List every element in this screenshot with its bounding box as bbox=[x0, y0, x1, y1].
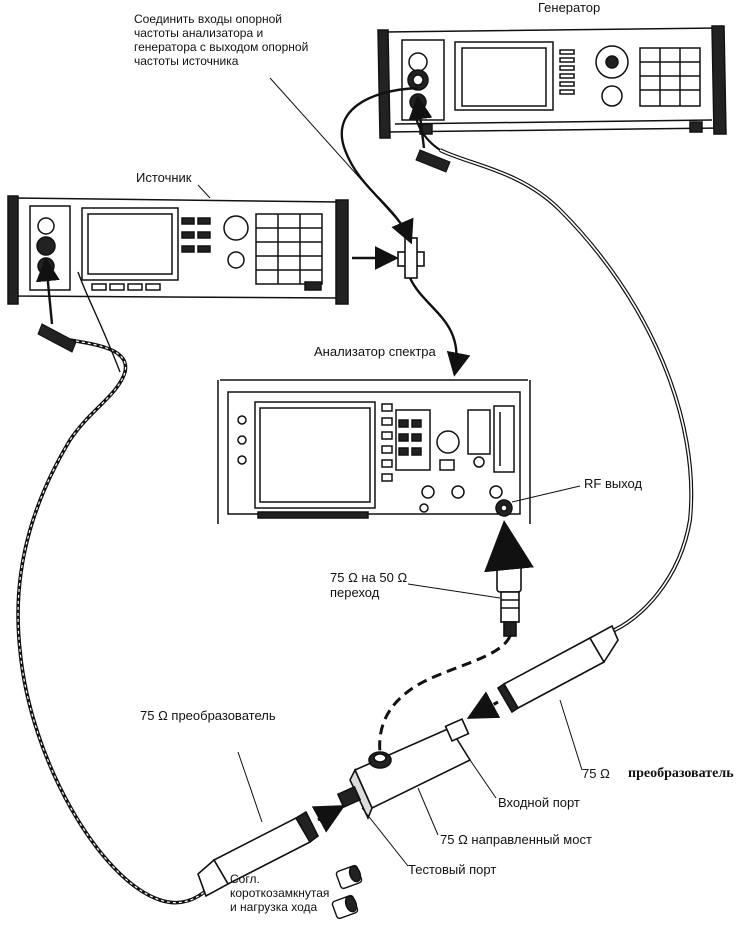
generator-instrument bbox=[377, 25, 727, 139]
connect-note-line-1: Соединить входы опорной bbox=[134, 12, 283, 26]
adapter-line-2: переход bbox=[330, 585, 380, 600]
directional-bridge bbox=[336, 717, 472, 820]
label-loads: Согл. короткозамкнутая и нагрузка хода bbox=[230, 872, 329, 914]
loads-line-1: Согл. bbox=[230, 872, 260, 886]
connect-note-line-4: частоты источника bbox=[134, 54, 239, 68]
label-test-port: Тестовый порт bbox=[408, 862, 497, 877]
converter-to-bridge-arrow bbox=[466, 691, 501, 719]
source-output-connector bbox=[37, 323, 77, 353]
source-instrument bbox=[7, 195, 349, 305]
connect-note-line-2: частоты анализатора и bbox=[134, 26, 264, 40]
label-generator: Генератор bbox=[538, 0, 601, 15]
label-input-port: Входной порт bbox=[498, 795, 580, 810]
adapter-75-to-50 bbox=[496, 561, 522, 637]
label-adapter: 75 Ω на 50 Ω переход bbox=[330, 570, 407, 600]
loads-line-2: короткозамкнутая bbox=[230, 886, 330, 900]
adapter-to-analyzer-arrow bbox=[484, 520, 534, 573]
label-converter-right-word: преобразователь bbox=[628, 766, 734, 781]
generator-rf-cable bbox=[414, 101, 694, 634]
spectrum-analyzer-instrument bbox=[217, 379, 531, 524]
generator-output-connector bbox=[415, 149, 451, 173]
source-output-arrows bbox=[35, 95, 433, 325]
label-rf-out: RF выход bbox=[584, 476, 643, 491]
label-bridge: 75 Ω направленный мост bbox=[440, 832, 592, 847]
calibration-loads bbox=[331, 864, 363, 920]
adapter-line-1: 75 Ω на 50 Ω bbox=[330, 570, 408, 585]
connect-note-line-3: генератора с выходом опорной bbox=[134, 40, 309, 54]
label-converter-left: 75 Ω преобразователь bbox=[140, 708, 276, 723]
left-converter bbox=[197, 810, 320, 898]
label-analyzer: Анализатор спектра bbox=[314, 344, 436, 359]
label-converter-right-ohm: 75 Ω bbox=[582, 766, 610, 781]
label-connect-note: Соединить входы опорной частоты анализат… bbox=[134, 12, 308, 68]
loads-line-3: и нагрузка хода bbox=[230, 900, 318, 914]
reference-cables bbox=[340, 86, 471, 377]
converter-to-test-port-arrow bbox=[311, 805, 346, 833]
right-converter bbox=[496, 624, 619, 714]
source-output-cable bbox=[16, 271, 227, 905]
dashed-connection bbox=[378, 635, 512, 753]
leader-lines bbox=[197, 77, 583, 867]
label-source: Источник bbox=[136, 170, 192, 185]
reference-tee-connector bbox=[397, 237, 425, 279]
